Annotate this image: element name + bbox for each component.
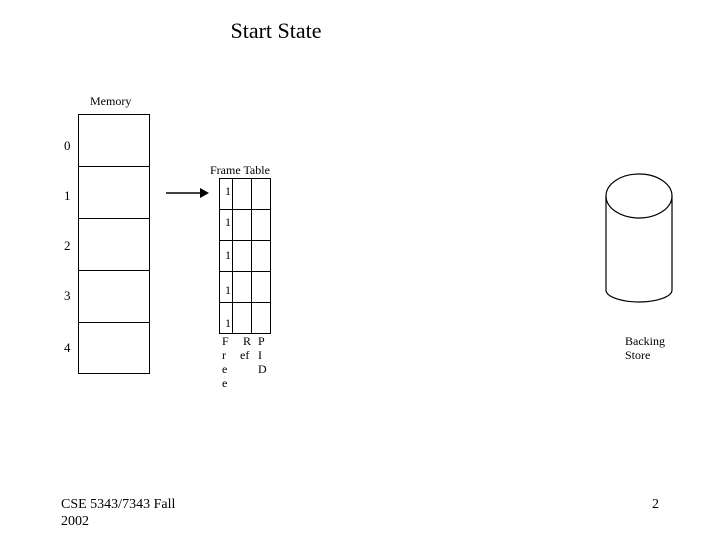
memory-row-number: 3 [64,288,71,303]
frame-table-cell [251,178,271,210]
column-header-pid: P I D [258,334,267,376]
frame-table-cell [232,302,252,334]
memory-frame [78,166,150,219]
frame-table-cell [251,209,271,241]
free-bit-value: 1 [225,316,231,330]
backing-store-label: Backing Store [625,334,665,362]
memory-frame [78,270,150,323]
frame-table-cell [251,302,271,334]
column-header-free: F r e e [222,334,229,390]
frame-table-cell [232,178,252,210]
frame-table-cell [232,209,252,241]
free-bit-value: 1 [225,215,231,229]
column-header-ref: R ef [240,334,252,362]
memory-row-number: 4 [64,340,71,355]
page-number: 2 [652,497,659,512]
arrow-right-icon [166,188,209,198]
memory-label: Memory [90,94,132,108]
footer-course: CSE 5343/7343 Fall 2002 [61,497,176,529]
frame-table-cell [251,271,271,303]
memory-row-number: 2 [64,238,71,253]
memory-row-number: 0 [64,138,71,153]
memory-frame [78,114,150,167]
free-bit-value: 1 [225,248,231,262]
frame-table-cell [232,240,252,272]
free-bit-value: 1 [225,184,231,198]
frame-table-label: Frame Table [210,163,270,177]
slide-title: Start State [230,18,322,43]
backing-store-cylinder-icon [605,173,673,303]
frame-table-cell [232,271,252,303]
frame-table-cell [251,240,271,272]
memory-frame [78,218,150,271]
free-bit-value: 1 [225,283,231,297]
memory-frame [78,322,150,374]
memory-row-number: 1 [64,188,71,203]
